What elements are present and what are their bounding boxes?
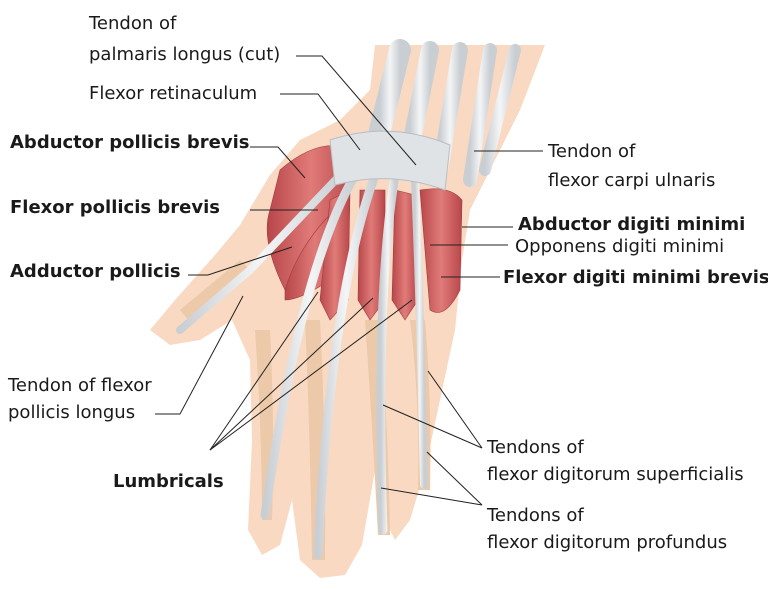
leader-abductor-pollicis-brevis xyxy=(250,146,306,179)
tendon-little xyxy=(411,176,428,489)
leader-palmaris-longus xyxy=(296,55,417,166)
leader-fdp-a xyxy=(426,451,483,506)
label-flexor-digiti-minimi-brevis: Flexor digiti minimi brevis xyxy=(503,267,768,288)
flexor-retinaculum-band xyxy=(329,130,451,191)
label-palmaris-longus-line2: palmaris longus (cut) xyxy=(89,44,281,65)
leader-adductor-pollicis xyxy=(188,246,293,276)
leader-lumbrical-a xyxy=(209,291,319,451)
label-flexor-pollicis-brevis: Flexor pollicis brevis xyxy=(10,197,220,218)
leader-flexor-retinaculum xyxy=(280,93,361,151)
tendon-middle xyxy=(313,170,380,560)
label-fd-profundus-line1: Tendons of xyxy=(487,505,584,526)
tendon-ring xyxy=(376,170,400,535)
label-flexor-pollicis-longus-line2: pollicis longus xyxy=(8,402,136,423)
leader-lines xyxy=(155,55,543,506)
leader-fdp-b xyxy=(380,487,483,506)
label-fd-profundus-line2: flexor digitorum profundus xyxy=(487,532,728,553)
label-opponens-digiti-minimi: Opponens digiti minimi xyxy=(515,236,725,257)
label-palmaris-longus-line1: Tendon of xyxy=(89,13,177,34)
label-flexor-carpi-ulnaris-line2: flexor carpi ulnaris xyxy=(548,170,716,191)
label-abductor-pollicis-brevis: Abductor pollicis brevis xyxy=(10,132,250,153)
finger-tendons xyxy=(176,166,428,560)
tendon-index xyxy=(260,170,360,520)
label-lumbricals: Lumbricals xyxy=(113,471,224,492)
hypothenar-muscle xyxy=(419,188,463,313)
leader-lumbrical-b xyxy=(209,297,374,451)
label-fd-superficialis-line2: flexor digitorum superficialis xyxy=(487,464,744,485)
leader-fds-b xyxy=(382,404,483,449)
label-flexor-carpi-ulnaris-line1: Tendon of xyxy=(548,141,636,162)
label-abductor-digiti-minimi: Abductor digiti minimi xyxy=(518,214,746,235)
tendon-thumb xyxy=(176,166,349,334)
leader-flexor-pollicis-longus xyxy=(155,295,244,415)
leader-lumbrical-c xyxy=(209,299,413,451)
label-flexor-pollicis-longus-line1: Tendon of flexor xyxy=(8,375,152,396)
label-fd-superficialis-line1: Tendons of xyxy=(487,437,584,458)
label-adductor-pollicis: Adductor pollicis xyxy=(10,261,181,282)
leader-fds-a xyxy=(427,370,483,449)
label-flexor-retinaculum: Flexor retinaculum xyxy=(89,83,258,104)
hand-skin-outline xyxy=(150,45,545,578)
